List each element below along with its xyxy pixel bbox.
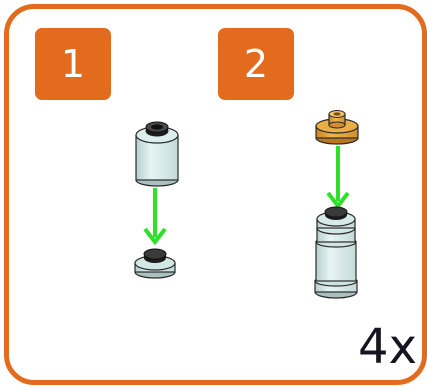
panel-frame xyxy=(4,4,427,385)
round-brick-icon xyxy=(135,121,179,187)
step-1-badge: 1 xyxy=(35,28,111,100)
round-plate-icon xyxy=(134,248,176,279)
step-2-badge: 2 xyxy=(218,28,294,100)
round-brick-stack-icon xyxy=(314,206,358,299)
arrow-down-icon xyxy=(143,188,167,246)
arrow-down-icon xyxy=(326,146,350,210)
quantity-multiplier: 4x xyxy=(358,319,417,375)
tan-round-plate-icon xyxy=(315,110,359,145)
